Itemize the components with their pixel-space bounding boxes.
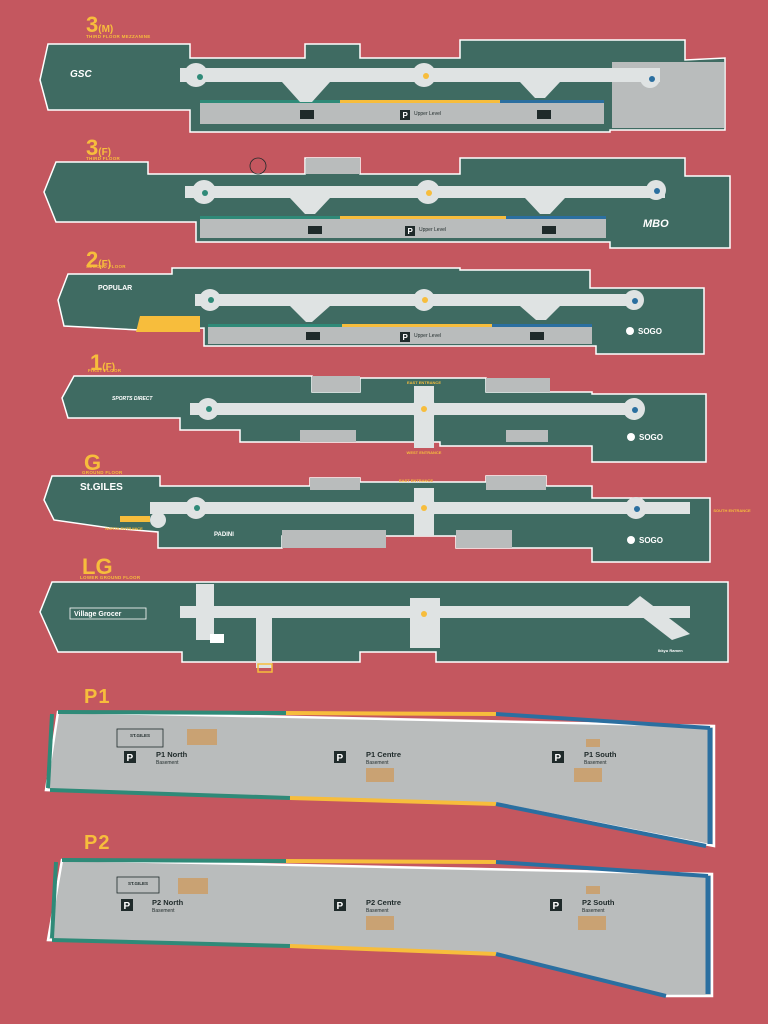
east-entrance-1f[interactable]: EAST ENTRANCE bbox=[407, 380, 441, 385]
floor-1f-label: 1(F) bbox=[90, 350, 116, 375]
svg-text:P: P bbox=[553, 901, 560, 912]
parking-p2-label: P2 bbox=[84, 832, 111, 854]
floor-3f-carpark bbox=[200, 218, 606, 238]
svg-text:P: P bbox=[403, 111, 409, 120]
svg-text:P: P bbox=[127, 753, 134, 764]
east-entrance-g[interactable]: EAST ENTRANCE bbox=[399, 478, 433, 483]
west-entrance-1f[interactable]: WEST ENTRANCE bbox=[407, 450, 442, 455]
south-entrance-g[interactable]: SOUTH ENTRANCE bbox=[713, 508, 751, 513]
st-giles-logo-g: St.GILES bbox=[80, 482, 123, 493]
floor-2f-subtitle: SECOND FLOOR bbox=[86, 264, 126, 269]
floor-3m-parking: Upper Level bbox=[414, 111, 441, 117]
floor-1f-subtitle: FIRST FLOOR bbox=[88, 368, 122, 373]
sports-direct-logo: SPORTS DIRECT bbox=[112, 396, 153, 402]
svg-text:P: P bbox=[337, 901, 344, 912]
p1-south-label: P1 South bbox=[584, 750, 617, 759]
floor-lg-subtitle: LOWER GROUND FLOOR bbox=[80, 575, 141, 580]
p2-south-sub: Basement bbox=[582, 908, 605, 914]
p1-centre-label: P1 Centre bbox=[366, 750, 401, 759]
svg-text:P: P bbox=[124, 901, 131, 912]
floor-3m-map: GSC P Upper Level bbox=[39, 39, 726, 133]
svg-text:P: P bbox=[337, 753, 344, 764]
p1-north-sub: Basement bbox=[156, 760, 179, 766]
floor-lg-map: Village Grocer Ikkyu Ramen bbox=[39, 581, 729, 673]
p2-centre-sub: Basement bbox=[366, 908, 389, 914]
floor-g-label: G bbox=[84, 450, 102, 475]
padini-logo: PADINI bbox=[214, 532, 234, 538]
parking-p1-label: P1 bbox=[84, 686, 111, 708]
sogo-logo-2f: SOGO bbox=[638, 327, 662, 336]
p2-north-sub: Basement bbox=[152, 908, 175, 914]
floor-3f-subtitle: THIRD FLOOR bbox=[86, 156, 121, 161]
mbo-logo: MBO bbox=[643, 218, 669, 230]
floor-2f-parking: Upper Level bbox=[414, 333, 441, 339]
p2-south-label: P2 South bbox=[582, 898, 615, 907]
floor-2f-label: 2(F) bbox=[86, 247, 112, 272]
svg-text:P: P bbox=[408, 227, 414, 236]
sogo-logo-1f: SOGO bbox=[639, 433, 663, 442]
p1-centre-sub: Basement bbox=[366, 760, 389, 766]
floor-g-subtitle: GROUND FLOOR bbox=[82, 470, 123, 475]
gsc-logo: GSC bbox=[70, 69, 92, 80]
popular-logo: POPULAR bbox=[98, 285, 132, 292]
floor-2f-yellow-zone bbox=[136, 316, 200, 332]
parking-p1-map: ST.GILES P P1 North Basement P P1 Centre… bbox=[44, 710, 716, 848]
north-entrance-g[interactable]: NORTH ENTRANCE bbox=[105, 526, 143, 531]
floor-3m-label: 3(M) bbox=[86, 12, 114, 37]
svg-text:P: P bbox=[403, 333, 409, 342]
p1-north-label: P1 North bbox=[156, 750, 188, 759]
floor-3f-parking: Upper Level bbox=[419, 227, 446, 233]
svg-text:P: P bbox=[555, 753, 562, 764]
floor-1f-map: SPORTS DIRECT SOGO EAST ENTRANCE WEST EN… bbox=[61, 375, 707, 463]
floor-g-map: St.GILES PADINI SOGO EAST ENTRANCE NORTH… bbox=[43, 475, 751, 563]
st-giles-mark-p2: ST.GILES bbox=[128, 881, 148, 886]
ikkyu-ramen-logo: Ikkyu Ramen bbox=[658, 648, 683, 653]
floor-lg-label: LG bbox=[82, 554, 113, 579]
p2-centre-label: P2 Centre bbox=[366, 898, 401, 907]
floor-3m-subtitle: THIRD FLOOR MEZZANINE bbox=[86, 34, 151, 39]
floor-2f-map: POPULAR SOGO P Upper Level bbox=[57, 267, 705, 355]
village-grocer-logo: Village Grocer bbox=[74, 611, 122, 618]
floor-3f-map: MBO P Upper Level bbox=[43, 157, 731, 249]
sogo-logo-g: SOGO bbox=[639, 536, 663, 545]
floor-3f-label: 3(F) bbox=[86, 135, 112, 160]
p2-north-label: P2 North bbox=[152, 898, 184, 907]
p1-south-sub: Basement bbox=[584, 760, 607, 766]
st-giles-mark-p1: ST.GILES bbox=[130, 733, 150, 738]
